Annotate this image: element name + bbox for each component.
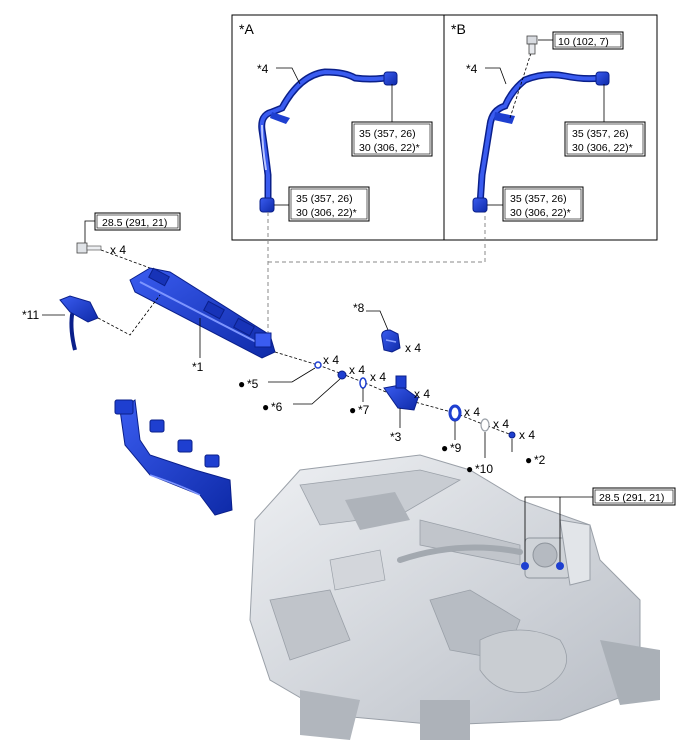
pump-bolt-torque-box (592, 487, 676, 506)
part-5-bullet: ● (238, 377, 245, 391)
part-6-qty: x 4 (349, 363, 365, 377)
part-3-label: *3 (390, 430, 402, 444)
pump-bolt-left-icon (521, 562, 529, 570)
part-3-injector-icon (383, 375, 419, 411)
part-9-bullet: ● (441, 441, 448, 455)
part-7-icon (359, 377, 367, 389)
panel-b-lower-torque-box (502, 186, 584, 222)
panel-b-lower-torque-1: 35 (357, 26) (510, 193, 567, 205)
part-1-label: *1 (192, 360, 204, 374)
part-2-qty: x 4 (519, 428, 535, 442)
panel-a-id: *A (239, 21, 254, 37)
part-8-icon (381, 329, 401, 353)
panel-b-upper-torque-box (564, 121, 646, 157)
part-2-icon (508, 431, 516, 439)
part-8-label: *8 (353, 301, 365, 315)
panel-a-lower-torque-1: 35 (357, 26) (296, 193, 353, 205)
harness-11 (59, 295, 99, 351)
part-7-bullet: ● (349, 403, 356, 417)
panel-a-fuel-pipe (258, 68, 398, 213)
part-7-label: *7 (358, 403, 370, 417)
part-10-icon (480, 418, 490, 432)
rail-bolt-qty: x 4 (110, 243, 126, 257)
panel-a-lower-torque-box (288, 186, 370, 222)
coil-harness (114, 399, 233, 516)
engine-assembly (249, 454, 660, 740)
part-8-qty: x 4 (405, 341, 421, 355)
part-9-icon (448, 404, 462, 422)
pump-bolt-right-icon (556, 562, 564, 570)
panel-b-bolt-torque-box (552, 31, 624, 50)
part-5-label: *5 (247, 377, 259, 391)
panel-a-lower-torque-2: 30 (306, 22)* (296, 207, 357, 219)
part-5-icon (314, 361, 322, 369)
rail-bolt-torque-box (94, 212, 181, 231)
rail-bolt-torque: 28.5 (291, 21) (102, 217, 167, 229)
part-3-qty: x 4 (414, 387, 430, 401)
panel-b-fuel-pipe (472, 35, 610, 213)
part-6-icon (337, 370, 347, 380)
panel-b-upper-torque-2: 30 (306, 22)* (572, 142, 633, 154)
panel-b-part-label: *4 (466, 62, 478, 76)
part-5-qty: x 4 (323, 353, 339, 367)
panel-a-upper-torque-box (351, 121, 433, 157)
panel-b-lower-torque-2: 30 (306, 22)* (510, 207, 571, 219)
part-10-label: *10 (475, 462, 493, 476)
part-7-qty: x 4 (370, 370, 386, 384)
part-10-bullet: ● (466, 462, 473, 476)
panel-a-upper-torque-2: 30 (306, 22)* (359, 142, 420, 154)
panel-b-upper-torque-1: 35 (357, 26) (572, 128, 629, 140)
panel-a-upper-torque-1: 35 (357, 26) (359, 128, 416, 140)
part-9-label: *9 (450, 441, 462, 455)
part-2-bullet: ● (525, 453, 532, 467)
fuel-rail (129, 267, 276, 359)
panel-b-bolt-icon (526, 35, 538, 55)
part-6-bullet: ● (262, 400, 269, 414)
pump-bolt-torque: 28.5 (291, 21) (599, 492, 664, 504)
part-6-label: *6 (271, 400, 283, 414)
panel-b-id: *B (451, 21, 466, 37)
part-2-label: *2 (534, 453, 546, 467)
panel-b-bolt-torque: 10 (102, 7) (558, 36, 609, 48)
panel-a-part-label: *4 (257, 62, 269, 76)
rail-bolt-icon (76, 242, 102, 254)
part-10-qty: x 4 (493, 417, 509, 431)
part-9-qty: x 4 (464, 405, 480, 419)
part-11-label: *11 (22, 308, 39, 322)
